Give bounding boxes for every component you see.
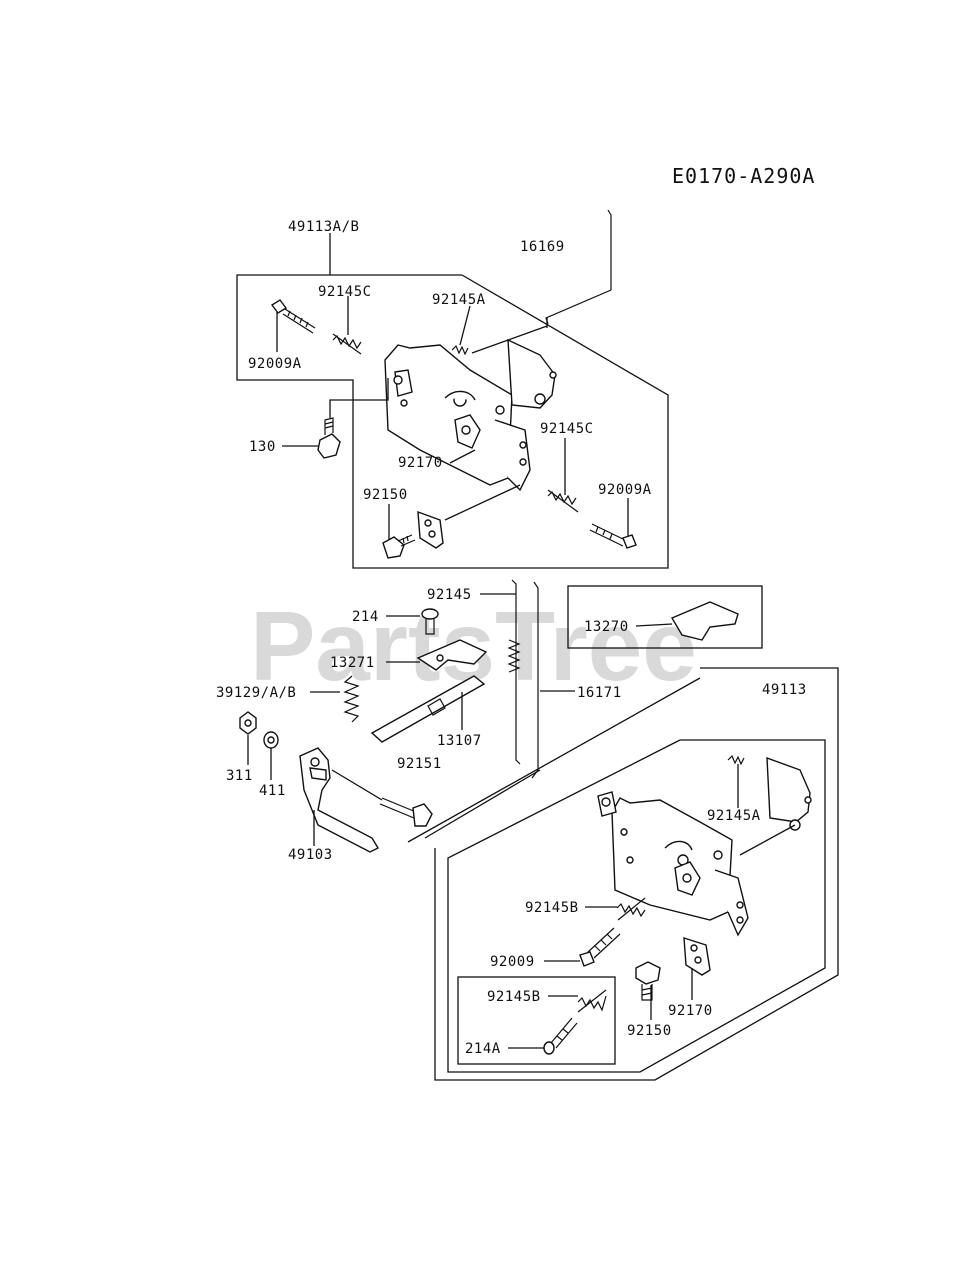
label-16171: 16171 xyxy=(577,685,622,701)
label-92009a-left: 92009A xyxy=(248,356,302,372)
spring-92145c-top xyxy=(332,333,362,355)
spring-92145b-low xyxy=(577,989,607,1013)
spring-39129 xyxy=(343,675,360,723)
label-92145c-right: 92145C xyxy=(540,421,594,437)
label-92170-top: 92170 xyxy=(398,455,443,471)
label-49113: 49113 xyxy=(762,682,807,698)
label-13107: 13107 xyxy=(437,733,482,749)
spring-92145c-right xyxy=(547,489,579,513)
screw-214a xyxy=(543,1017,578,1055)
leader-13270 xyxy=(635,623,673,627)
group-outline-49113 xyxy=(434,667,839,1081)
screw-214 xyxy=(421,608,439,635)
plate-13271 xyxy=(416,639,488,671)
bolt-92151 xyxy=(379,797,433,827)
label-92150-bottom: 92150 xyxy=(627,1023,672,1039)
screw-92009a-left xyxy=(270,299,316,334)
coil-spring-16171 xyxy=(507,639,521,673)
spring-92145b-mid xyxy=(616,897,646,921)
label-13270: 13270 xyxy=(584,619,629,635)
label-311: 311 xyxy=(226,768,253,784)
leader-92170-top xyxy=(444,484,521,521)
control-bracket-upper xyxy=(384,338,557,492)
subgroup-box-214a xyxy=(457,976,616,1065)
rod-16169 xyxy=(545,209,612,328)
nut-311 xyxy=(239,711,257,735)
inset-box-13270 xyxy=(567,585,763,649)
label-92009: 92009 xyxy=(490,954,535,970)
washer-411 xyxy=(263,731,279,749)
label-130: 130 xyxy=(249,439,276,455)
screw-92009 xyxy=(579,927,621,967)
label-92145a-bottom: 92145A xyxy=(707,808,761,824)
spring-92145a-top xyxy=(451,344,469,356)
label-13271: 13271 xyxy=(330,655,375,671)
group-outline-49113-inner xyxy=(447,739,826,1073)
group-outline-49113ab xyxy=(236,274,669,569)
label-16169: 16169 xyxy=(520,239,565,255)
label-92009a-right: 92009A xyxy=(598,482,652,498)
diagram-code: E0170-A290A xyxy=(672,164,815,188)
bolt-92150-bottom xyxy=(635,961,661,1001)
lever-49103 xyxy=(299,747,379,853)
spring-92145a-bottom xyxy=(727,754,745,766)
label-92145: 92145 xyxy=(427,587,472,603)
label-92145a-top: 92145A xyxy=(432,292,486,308)
connector-line-49113 xyxy=(407,677,701,843)
screw-92009a-right xyxy=(589,523,637,549)
label-214: 214 xyxy=(352,609,379,625)
connector-line-rod xyxy=(424,769,541,839)
bolt-92150-top xyxy=(382,534,416,559)
shaft-13107 xyxy=(370,675,486,743)
label-92145c-top: 92145C xyxy=(318,284,372,300)
label-92151: 92151 xyxy=(397,756,442,772)
leader-92151 xyxy=(331,769,383,801)
label-92150-top: 92150 xyxy=(363,487,408,503)
label-92145b-low: 92145B xyxy=(487,989,541,1005)
clip-92170-bottom xyxy=(683,937,711,976)
clip-92170-top xyxy=(417,510,444,549)
leader-bracket-lower xyxy=(739,824,796,856)
label-411: 411 xyxy=(259,783,286,799)
leader-16169 xyxy=(471,325,548,354)
leader-92170-top-b xyxy=(449,449,476,464)
leader-130-b xyxy=(329,378,389,418)
label-92145b-mid: 92145B xyxy=(525,900,579,916)
plate-13270 xyxy=(670,601,739,641)
label-49103: 49103 xyxy=(288,847,333,863)
label-39129: 39129/A/B xyxy=(216,685,296,701)
control-bracket-lower xyxy=(597,756,812,937)
label-49113ab: 49113A/B xyxy=(288,219,359,235)
label-214a: 214A xyxy=(465,1041,501,1057)
label-92170-bottom: 92170 xyxy=(668,1003,713,1019)
spring-wire-92145 xyxy=(511,579,539,779)
leader-92145a-top xyxy=(459,305,471,346)
bolt-130 xyxy=(317,417,341,459)
